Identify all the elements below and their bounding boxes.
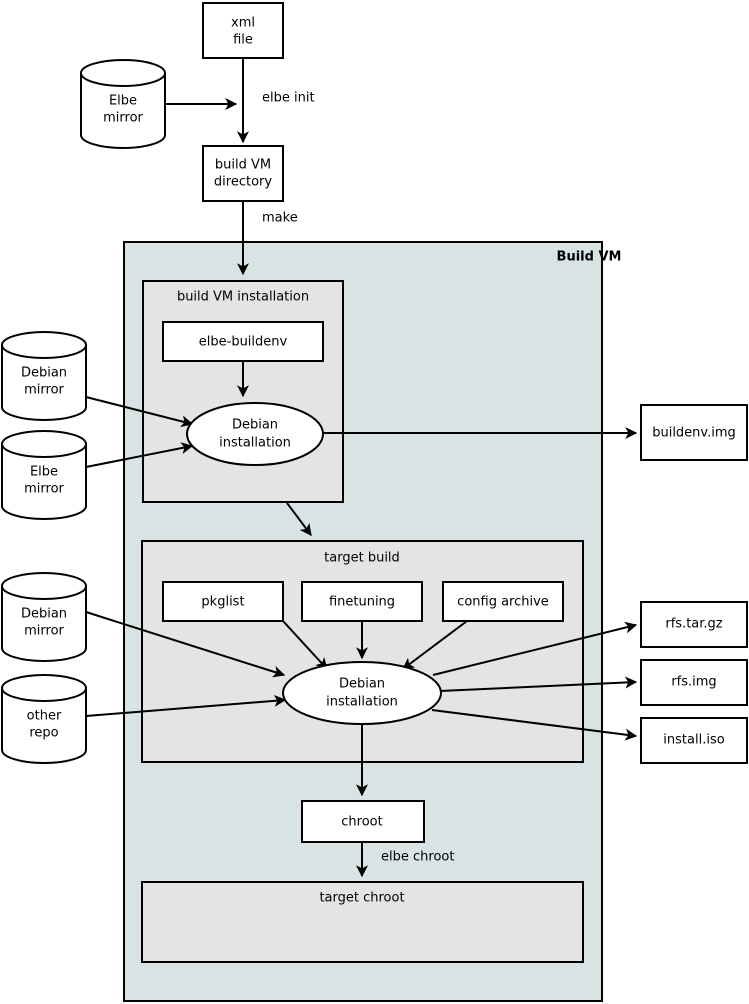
- debian-installation-target-label-line2: installation: [326, 695, 398, 710]
- node-xml-file[interactable]: xml file: [202, 2, 284, 59]
- elbe-mirror-lower-cylinder-top: [1, 430, 87, 458]
- node-rfs-img[interactable]: rfs.img: [640, 659, 748, 706]
- debian-mirror-upper-label-line2: mirror: [24, 383, 64, 398]
- debian-mirror-target-cylinder-body[interactable]: [1, 585, 87, 662]
- node-rfs-tar-gz[interactable]: rfs.tar.gz: [640, 601, 748, 648]
- node-build-vm-directory[interactable]: build VM directory: [202, 145, 284, 202]
- elbe-mirror-top-label-line2: mirror: [103, 111, 143, 126]
- debian-installation-build-label-line2: installation: [219, 436, 291, 451]
- xml-file-label-line2: file: [233, 33, 253, 48]
- debian-installation-build-ellipse[interactable]: [186, 402, 324, 466]
- debian-installation-build-label-line1: Debian: [232, 418, 278, 433]
- edge-debian-mirror-to-debian-installation-build: [85, 396, 194, 428]
- build-vm-directory-label-line1: build VM: [215, 158, 271, 173]
- edge-label-elbe-chroot: elbe chroot: [381, 850, 454, 865]
- rfs-img-box[interactable]: [640, 659, 748, 706]
- edge-elbe-mirror-to-debian-installation-build: [85, 442, 194, 468]
- chroot-label: chroot: [341, 815, 382, 830]
- rfs-img-label: rfs.img: [671, 675, 716, 690]
- debian-mirror-upper-label-line1: Debian: [21, 366, 67, 381]
- node-buildenv-img[interactable]: buildenv.img: [640, 404, 748, 461]
- build-vm-title: Build VM: [557, 250, 622, 265]
- edge-label-elbe-init: elbe init: [262, 91, 315, 106]
- edge-debian-installation-to-install-iso: [431, 709, 638, 741]
- elbe-mirror-lower-label-line2: mirror: [24, 482, 64, 497]
- debian-mirror-target-cylinder-top: [1, 572, 87, 600]
- debian-mirror-upper-cylinder-top: [1, 331, 87, 359]
- target-chroot-title: target chroot: [319, 891, 404, 906]
- node-elbe-mirror-top[interactable]: Elbe mirror: [80, 59, 166, 149]
- debian-mirror-target-label-line2: mirror: [24, 624, 64, 639]
- buildenv-img-box[interactable]: [640, 404, 748, 461]
- edge-config-archive-to-debian-installation-target: [402, 620, 468, 670]
- node-other-repo[interactable]: other repo: [1, 674, 87, 764]
- node-chroot[interactable]: chroot: [301, 800, 425, 843]
- build-vm-directory-box[interactable]: [202, 145, 284, 202]
- edge-debian-installation-to-rfs-tar-gz: [432, 621, 638, 676]
- node-elbe-buildenv[interactable]: elbe-buildenv: [162, 321, 324, 362]
- debian-mirror-upper-cylinder-body[interactable]: [0, 344, 87, 421]
- debian-installation-target-label-line1: Debian: [339, 677, 385, 692]
- rfs-tar-gz-label: rfs.tar.gz: [665, 617, 722, 632]
- finetuning-box[interactable]: [301, 581, 423, 622]
- edge-build-vm-installation-to-target-build: [286, 502, 312, 536]
- edge-label-make: make: [262, 211, 298, 226]
- elbe-buildenv-box[interactable]: [162, 321, 324, 362]
- rfs-tar-gz-box[interactable]: [640, 601, 748, 648]
- chroot-box[interactable]: [301, 800, 425, 843]
- node-debian-mirror-upper[interactable]: Debian mirror: [0, 331, 87, 421]
- target-chroot-container: target chroot: [141, 881, 584, 963]
- edge-debian-mirror-to-debian-installation-target: [85, 611, 286, 678]
- other-repo-label-line2: repo: [29, 726, 58, 741]
- edge-pkglist-to-debian-installation-target: [282, 620, 328, 670]
- target-chroot-background: [141, 881, 584, 963]
- pkglist-label: pkglist: [201, 595, 244, 610]
- build-vm-directory-label-line2: directory: [214, 175, 272, 190]
- edge-other-repo-to-debian-installation-target: [85, 694, 287, 717]
- node-elbe-mirror-lower[interactable]: Elbe mirror: [0, 430, 87, 520]
- elbe-mirror-lower-label-line1: Elbe: [30, 465, 58, 480]
- elbe-mirror-top-cylinder-top: [80, 59, 166, 87]
- pkglist-box[interactable]: [162, 581, 284, 622]
- debian-mirror-target-label-line1: Debian: [21, 607, 67, 622]
- buildenv-img-label: buildenv.img: [652, 426, 736, 441]
- node-install-iso[interactable]: install.iso: [640, 717, 748, 764]
- install-iso-label: install.iso: [663, 733, 724, 748]
- other-repo-cylinder-top: [1, 674, 87, 702]
- node-debian-installation-target[interactable]: Debian installation: [282, 661, 442, 725]
- build-vm-installation-title: build VM installation: [177, 290, 309, 305]
- debian-installation-target-ellipse[interactable]: [282, 661, 442, 725]
- finetuning-label: finetuning: [329, 595, 395, 610]
- other-repo-label-line1: other: [27, 709, 62, 724]
- target-build-title: target build: [324, 551, 400, 566]
- elbe-mirror-top-cylinder-body[interactable]: [80, 72, 166, 149]
- xml-file-label-line1: xml: [231, 16, 255, 31]
- edge-debian-installation-to-rfs-img: [439, 676, 638, 692]
- node-debian-mirror-target[interactable]: Debian mirror: [1, 572, 87, 662]
- node-finetuning[interactable]: finetuning: [301, 581, 423, 622]
- config-archive-label: config archive: [457, 595, 549, 610]
- install-iso-box[interactable]: [640, 717, 748, 764]
- elbe-mirror-top-label-line1: Elbe: [109, 94, 137, 109]
- config-archive-box[interactable]: [442, 581, 564, 622]
- elbe-buildenv-label: elbe-buildenv: [199, 335, 288, 350]
- xml-file-box[interactable]: [202, 2, 284, 59]
- node-pkglist[interactable]: pkglist: [162, 581, 284, 622]
- node-debian-installation-build[interactable]: Debian installation: [186, 402, 324, 466]
- other-repo-cylinder-body[interactable]: [1, 687, 87, 764]
- node-config-archive[interactable]: config archive: [442, 581, 564, 622]
- elbe-mirror-lower-cylinder-body[interactable]: [0, 443, 87, 520]
